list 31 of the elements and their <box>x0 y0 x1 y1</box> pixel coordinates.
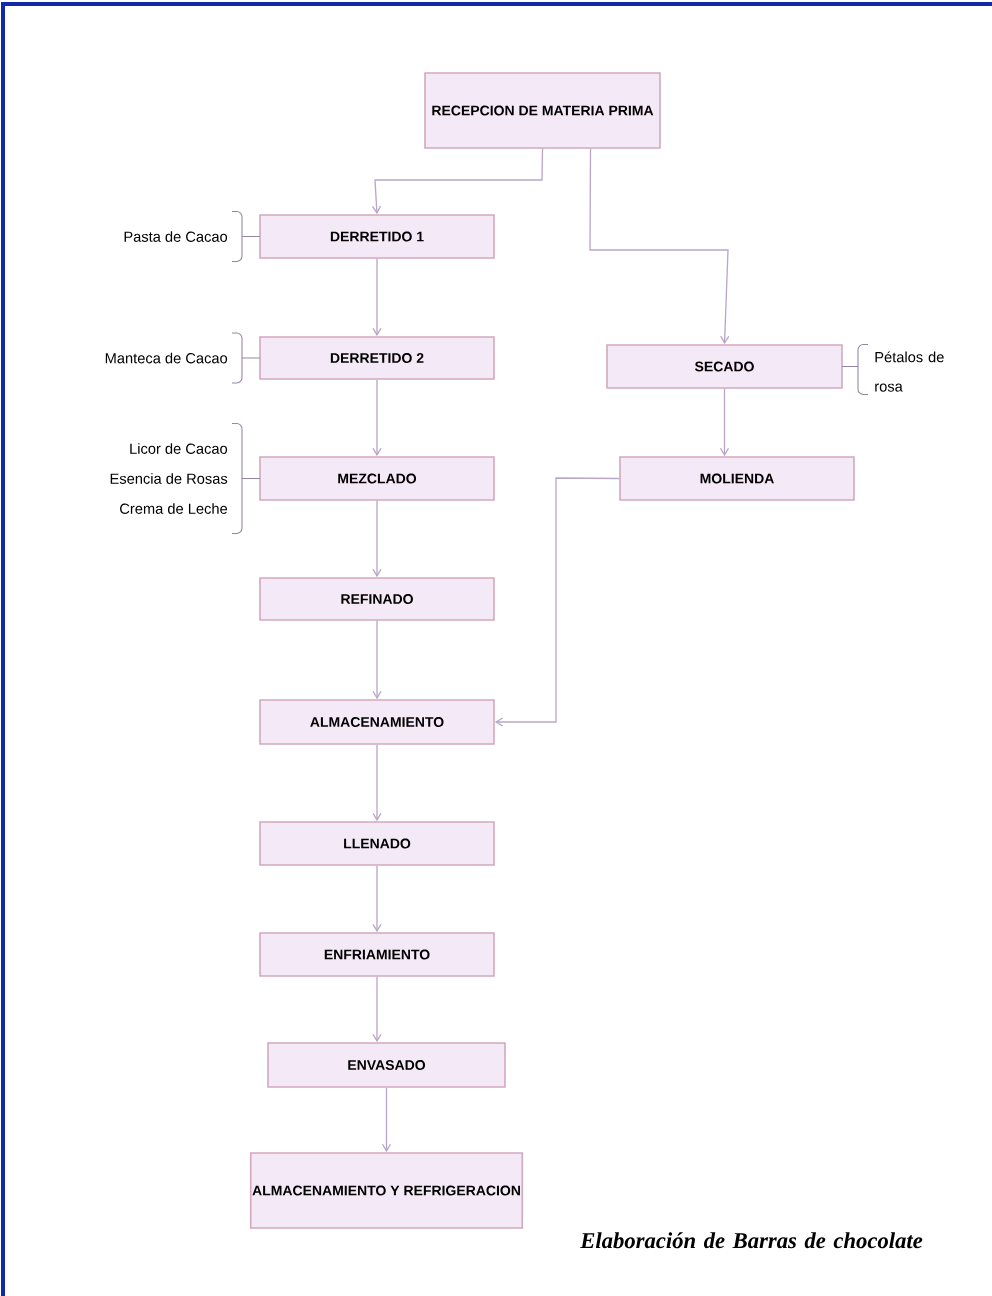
ingredient-label: Pétalos de rosa <box>875 351 944 392</box>
process-box: LLENADO <box>259 821 495 866</box>
arrow <box>372 379 382 457</box>
arrow <box>372 620 382 700</box>
ingredient-label: Crema de Leche <box>120 503 228 514</box>
process-box: ALMACENAMIENTO Y REFRIGERACION <box>249 1152 524 1229</box>
process-box: SECADO <box>606 344 843 389</box>
process-box: DERRETIDO 2 <box>259 336 495 380</box>
ingredient-label: Manteca de Cacao <box>105 352 228 364</box>
ingredient-label: Esencia de Rosas <box>110 473 228 484</box>
arrow <box>372 865 382 933</box>
arrow <box>494 477 620 727</box>
process-box: ENVASADO <box>267 1042 506 1088</box>
arrow <box>372 976 382 1043</box>
arrow <box>719 388 730 457</box>
arrow <box>589 148 730 345</box>
process-box: DERRETIDO 1 <box>259 214 495 259</box>
ingredient-label: Licor de Cacao <box>130 443 228 454</box>
arrow <box>372 500 382 578</box>
arrow <box>371 148 544 215</box>
caption: Elaboración de Barras de chocolate <box>580 1232 923 1249</box>
arrow <box>372 744 382 822</box>
process-box: MOLIENDA <box>619 456 855 501</box>
process-box: RECEPCION DE MATERIA PRIMA <box>424 72 661 149</box>
arrow <box>381 1087 392 1153</box>
process-box: REFINADO <box>259 577 495 621</box>
ingredient-label: Pasta de Cacao <box>124 231 228 242</box>
arrow <box>372 258 382 337</box>
process-box: ALMACENAMIENTO <box>259 699 495 745</box>
process-box: MEZCLADO <box>259 456 495 501</box>
process-box: ENFRIAMIENTO <box>259 932 495 977</box>
